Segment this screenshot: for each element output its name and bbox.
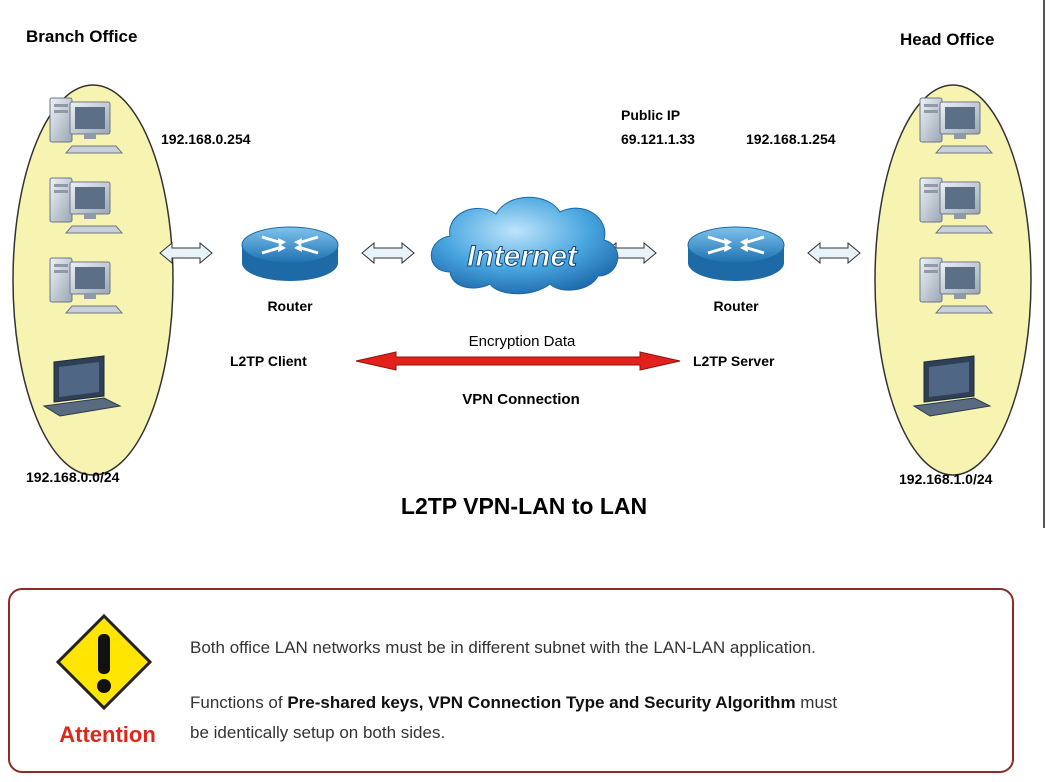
- l2tp-client-label: L2TP Client: [230, 353, 307, 369]
- attention-line-2: Functions of Pre-shared keys, VPN Connec…: [190, 688, 1000, 748]
- head-router-icon: [686, 225, 786, 283]
- encryption-label: Encryption Data: [469, 333, 576, 350]
- vpn-tunnel-arrow: [355, 351, 681, 371]
- diagram-caption: L2TP VPN-LAN to LAN: [401, 493, 647, 519]
- network-diagram: Internet Branch Office Head Office 192.1…: [12, 0, 1045, 528]
- attention-line-2-pre: Functions of: [190, 693, 288, 712]
- attention-line-3: be identically setup on both sides.: [190, 723, 446, 742]
- link-arrow-icon: [807, 242, 861, 264]
- head-subnet-label: 192.168.1.0/24: [899, 471, 993, 487]
- branch-router-label: Router: [267, 298, 313, 314]
- attention-label: Attention: [59, 722, 156, 747]
- attention-box: Attention Both office LAN networks must …: [8, 588, 1014, 773]
- branch-subnet-label: 192.168.0.0/24: [26, 469, 120, 485]
- public-ip-label: Public IP: [621, 107, 680, 123]
- internet-label: Internet: [467, 240, 579, 273]
- branch-router-icon: [240, 225, 340, 283]
- attention-line-2-bold: Pre-shared keys, VPN Connection Type and…: [287, 693, 796, 712]
- head-gateway-ip: 192.168.1.254: [746, 131, 836, 147]
- branch-office-title: Branch Office: [26, 27, 137, 46]
- internet-cloud-icon: [430, 196, 619, 295]
- head-office-title: Head Office: [900, 30, 994, 49]
- warning-icon: [55, 613, 153, 711]
- attention-line-2-post: must: [795, 693, 838, 712]
- link-arrow-icon: [159, 242, 213, 264]
- link-arrow-icon: [361, 242, 415, 264]
- head-router-label: Router: [713, 298, 759, 314]
- public-ip-value: 69.121.1.33: [621, 131, 695, 147]
- vpn-connection-label: VPN Connection: [462, 391, 580, 408]
- branch-gateway-ip: 192.168.0.254: [161, 131, 251, 147]
- l2tp-server-label: L2TP Server: [693, 353, 775, 369]
- attention-line-1: Both office LAN networks must be in diff…: [190, 638, 816, 657]
